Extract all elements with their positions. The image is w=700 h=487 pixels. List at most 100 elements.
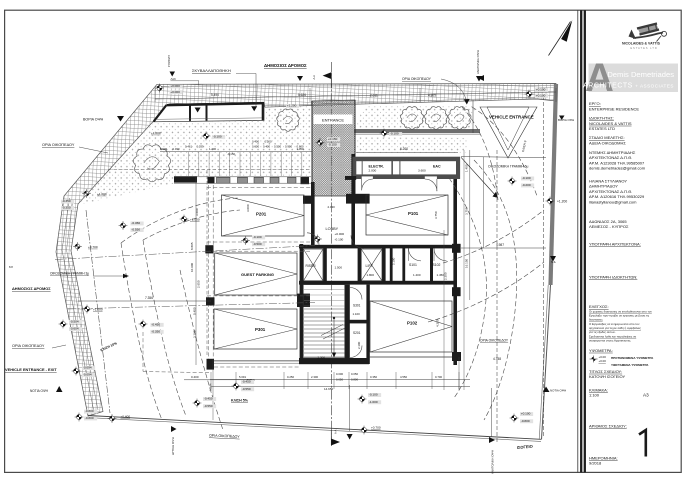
svg-text:1.800: 1.800 <box>367 273 375 277</box>
svg-text:A3: A3 <box>643 393 649 398</box>
svg-text:2.300: 2.300 <box>444 272 448 280</box>
svg-text:ΑΔΕΙΑ ΟΙΚΟΔΟΜΗΣ: ΑΔΕΙΑ ΟΙΚΟΔΟΜΗΣ <box>589 140 626 145</box>
svg-text:ΟΙΚΟΔΟΜΙΚΗ ΓΡΑΜΜΗ 3μ: ΟΙΚΟΔΟΜΙΚΗ ΓΡΑΜΜΗ 3μ <box>50 272 89 276</box>
svg-text:ΙΣΟΓΕΙΟ: ΙΣΟΓΕΙΟ <box>517 444 533 450</box>
svg-text:+0.700: +0.700 <box>88 245 98 249</box>
svg-text:ΟΡΙΑ ΟΙΚΟΠΕΔΟΥ: ΟΡΙΑ ΟΙΚΟΠΕΔΟΥ <box>480 339 509 343</box>
svg-text:0.500: 0.500 <box>274 145 281 149</box>
svg-text:+0.00: +0.00 <box>599 355 607 359</box>
svg-text:0.350: 0.350 <box>370 375 377 379</box>
svg-text:S201: S201 <box>353 331 361 335</box>
svg-text:Α-Α: Α-Α <box>334 429 338 434</box>
svg-text:-0.094: -0.094 <box>83 366 92 370</box>
svg-text:2.300: 2.300 <box>318 355 326 359</box>
svg-text:-0.500: -0.500 <box>253 242 262 246</box>
svg-text:1:100: 1:100 <box>589 393 600 398</box>
svg-text:0.461: 0.461 <box>185 145 192 149</box>
svg-text:+0.400: +0.400 <box>121 414 131 418</box>
svg-text:ΟΡΙΑ ΟΙΚΟΠΕΔΟΥ: ΟΡΙΑ ΟΙΚΟΠΕΔΟΥ <box>209 434 240 439</box>
svg-text:-0.800: -0.800 <box>521 419 530 423</box>
svg-text:+1.000: +1.000 <box>97 192 107 196</box>
svg-text:5.091: 5.091 <box>239 375 246 379</box>
svg-text:ΚΛΙΣΗ 9: ΚΛΙΣΗ 9 <box>521 140 527 152</box>
svg-text:+0.700: +0.700 <box>371 426 381 430</box>
svg-text:ΣΚΥΒΑΛΛΑΠΟΘΗΚΗ: ΣΚΥΒΑΛΛΑΠΟΘΗΚΗ <box>192 68 231 73</box>
svg-text:ENTRANCE: ENTRANCE <box>322 118 344 123</box>
svg-text:3.750: 3.750 <box>434 211 438 219</box>
svg-text:διαστασεις: διαστασεις <box>589 318 603 322</box>
svg-text:ΗΛΙΑΝΑ ΣΤΥΛΙΑΝΟΥ: ΗΛΙΑΝΑ ΣΤΥΛΙΑΝΟΥ <box>589 179 627 184</box>
svg-text:P102: P102 <box>407 321 418 326</box>
svg-text:ΕΛΕΓΧΟΣ:: ΕΛΕΓΧΟΣ: <box>589 304 609 309</box>
svg-text:ΗΜΕΡΟΜΗΝΙΑ:: ΗΜΕΡΟΜΗΝΙΑ: <box>589 455 618 460</box>
svg-text:+1.000: +1.000 <box>93 308 103 312</box>
svg-text:-0.450: -0.450 <box>131 221 140 225</box>
svg-text:-0.450: -0.450 <box>204 397 213 401</box>
svg-text:demis.demetriades@gmail.com: demis.demetriades@gmail.com <box>589 166 646 171</box>
svg-text:S102: S102 <box>433 263 441 267</box>
svg-text:ΑΡΙΘΜΟΣ ΣΧΕΔΙΟΥ:: ΑΡΙΘΜΟΣ ΣΧΕΔΙΟΥ: <box>589 423 627 428</box>
svg-text:-0.100: -0.100 <box>335 238 344 242</box>
svg-text:0.400: 0.400 <box>193 307 197 315</box>
svg-text:+0.00: +0.00 <box>599 359 607 363</box>
svg-text:3.750: 3.750 <box>464 207 468 215</box>
svg-text:2.000: 2.000 <box>369 169 377 173</box>
svg-text:RISER: RISER <box>306 264 317 268</box>
svg-text:-0.350: -0.350 <box>62 206 71 210</box>
svg-text:ESTATES LTD: ESTATES LTD <box>589 126 615 131</box>
svg-text:VEHICLE ENTRANCE: VEHICLE ENTRANCE <box>489 115 534 120</box>
svg-text:ΥΨΟΜΕΤΡΑ:: ΥΨΟΜΕΤΡΑ: <box>589 348 613 353</box>
svg-text:NICOLAIDES & VATTIS: NICOLAIDES & VATTIS <box>622 42 661 46</box>
svg-text:ΔΗΜΟΣΙΟΣ ΔΡΟΜΟΣ: ΔΗΜΟΣΙΟΣ ΔΡΟΜΟΣ <box>12 286 51 291</box>
svg-text:Ο Εργολαβος να ενημερωνεται απ: Ο Εργολαβος να ενημερωνεται απο τον <box>589 322 640 326</box>
svg-text:αρχιτεκτονα για τυχον λαθη ή α: αρχιτεκτονα για τυχον λαθη ή αμφιβολιες <box>589 326 642 330</box>
svg-text:0.800: 0.800 <box>351 378 358 382</box>
svg-text:Σχεδιαστικα λαθη και παραλειψε: Σχεδιαστικα λαθη και παραλειψεις να <box>589 334 637 338</box>
svg-text:Ν.Δ: Ν.Δ <box>551 260 556 264</box>
svg-text:2.030: 2.030 <box>328 205 336 209</box>
svg-text:ΑΝΑΤΟΛΙΚΗ ΟΨΗ: ΑΝΑΤΟΛΙΚΗ ΟΨΗ <box>476 50 480 74</box>
svg-text:2.011: 2.011 <box>370 93 378 97</box>
svg-text:GUEST PARKING: GUEST PARKING <box>241 272 274 277</box>
svg-text:Α-Α: Α-Α <box>312 75 316 80</box>
svg-text:3.600: 3.600 <box>418 169 426 173</box>
svg-text:-0.200: -0.200 <box>522 183 531 187</box>
svg-text:3.600: 3.600 <box>195 208 199 216</box>
svg-text:0.039: 0.039 <box>197 145 204 149</box>
svg-text:ΟΡΙΑ ΟΙΚΟΠΕΔΟΥ: ΟΡΙΑ ΟΙΚΟΠΕΔΟΥ <box>402 77 432 81</box>
svg-text:-0.100: -0.100 <box>253 235 262 239</box>
svg-text:5.000: 5.000 <box>247 378 255 382</box>
svg-text:2.100: 2.100 <box>392 257 396 265</box>
svg-text:2.100: 2.100 <box>357 341 361 349</box>
svg-text:+0.100: +0.100 <box>536 93 546 97</box>
svg-text:ΟΙΚΟΔΟΜΙΚΗ ΓΡΑΜΜΗ 6μ: ΟΙΚΟΔΟΜΙΚΗ ΓΡΑΜΜΗ 6μ <box>488 165 529 169</box>
svg-text:2.650: 2.650 <box>197 280 201 288</box>
svg-text:7.356: 7.356 <box>145 296 153 300</box>
svg-text:-1.000: -1.000 <box>369 400 378 404</box>
svg-text:ΤΙΤΛΟΣ ΣΧΕΔΙΟΥ:: ΤΙΤΛΟΣ ΣΧΕΔΙΟΥ: <box>589 369 622 374</box>
svg-text:ΔΥΤΙΚΗ ΟΨΗ: ΔΥΤΙΚΗ ΟΨΗ <box>171 437 175 455</box>
svg-text:ΣΤΑΔΙΟ ΜΕΛΕΤΗΣ:: ΣΤΑΔΙΟ ΜΕΛΕΤΗΣ: <box>589 135 625 140</box>
svg-text:ΑΝΑΤΟΛΙΚΗ ΟΨΗ: ΑΝΑΤΟΛΙΚΗ ΟΨΗ <box>491 450 495 474</box>
svg-text:1.450: 1.450 <box>437 273 445 277</box>
svg-text:1.050: 1.050 <box>297 147 304 151</box>
svg-text:ΑΡΧΙΤΕΚΤΟΝΑΣ Δ.Π.Θ.: ΑΡΧΙΤΕΚΤΟΝΑΣ Δ.Π.Θ. <box>589 155 632 160</box>
svg-text:ΛΕΜΕΣΟΣ - ΚΥΠΡΟΣ: ΛΕΜΕΣΟΣ - ΚΥΠΡΟΣ <box>589 224 629 229</box>
svg-text:3.244: 3.244 <box>209 383 213 391</box>
svg-text:4.550: 4.550 <box>400 375 407 379</box>
svg-text:ΔΗΜΟΣΙΟΣ ΔΡΟΜΟΣ: ΔΗΜΟΣΙΟΣ ΔΡΟΜΟΣ <box>264 63 307 68</box>
svg-text:-0.450: -0.450 <box>242 380 251 384</box>
svg-text:ΚΑΤΟΨΗ ΙΣΟΓΕΙΟΥ: ΚΑΤΟΨΗ ΙΣΟΓΕΙΟΥ <box>589 374 626 379</box>
svg-text:Οι χωρικες διαστασεις να επαλη: Οι χωρικες διαστασεις να επαληθευονται α… <box>589 309 652 313</box>
svg-text:ΛΑΚ: ΛΑΚ <box>171 77 177 81</box>
svg-text:LIFT: LIFT <box>366 264 374 268</box>
svg-text:Εργολαβο πριν προβει σε εργασι: Εργολαβο πριν προβει σε εργασιες με βαση… <box>589 314 650 318</box>
svg-text:+1.000: +1.000 <box>190 218 200 222</box>
svg-text:8.805: 8.805 <box>190 242 194 250</box>
svg-text:-0.800: -0.800 <box>85 409 94 413</box>
svg-text:+1.200: +1.200 <box>151 131 161 135</box>
svg-text:ENTERPRISE RESIDENCE: ENTERPRISE RESIDENCE <box>589 106 639 111</box>
svg-text:0.000: 0.000 <box>336 372 343 376</box>
svg-text:1.200: 1.200 <box>209 147 216 151</box>
svg-text:+1.200: +1.200 <box>287 104 297 108</box>
